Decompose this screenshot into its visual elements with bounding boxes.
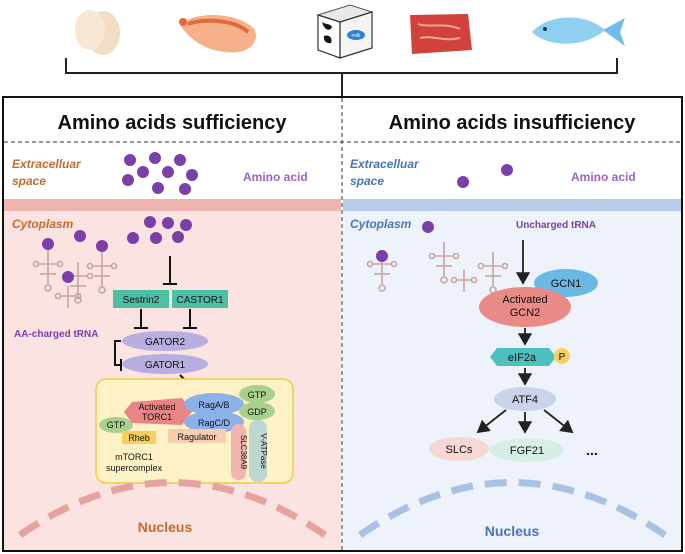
right-cytoplasm-amino-acid	[422, 221, 434, 233]
activated-gcn2-line2: GCN2	[510, 307, 541, 319]
slc38a9-label: SLC38A9	[239, 435, 248, 470]
atf4-ellipse	[494, 387, 556, 411]
left-cytoplasm-label: Cytoplasm	[12, 217, 74, 231]
trna-bound-amino-acid	[376, 250, 388, 262]
vatpase-pump	[249, 420, 267, 482]
vatpase-label: V-ATPase	[259, 433, 268, 469]
right-amino-acid-label: Amino acid	[571, 170, 636, 184]
gtp-top-label: GTP	[248, 390, 267, 400]
rheb-box	[122, 431, 156, 444]
slcs-ellipse	[429, 437, 489, 461]
phospho-label: P	[559, 352, 566, 363]
milk-label: milk	[352, 33, 361, 39]
atf4-label: ATF4	[512, 394, 538, 406]
phospho-circle	[554, 348, 570, 364]
left-nuclear-membrane	[18, 479, 327, 538]
sestrin-castor-inhibition	[134, 309, 197, 329]
gcn1-ellipse	[534, 269, 598, 297]
atf4-target-arrows	[476, 409, 574, 434]
right-cytoplasm-label: Cytoplasm	[350, 217, 412, 231]
rag-cd-label: RagC/D	[198, 418, 231, 428]
trna-bound-amino-acids	[42, 230, 108, 283]
fgf21-ellipse	[490, 438, 564, 462]
right-nuclear-membrane	[358, 479, 667, 538]
rag-ab-label: RagA/B	[198, 400, 229, 410]
rag-ab-ellipse	[184, 393, 244, 415]
right-panel: Amino acids insufficiency Extracelluar s…	[343, 112, 681, 550]
trna-icon	[450, 270, 478, 292]
gtp-left-ellipse	[99, 417, 133, 433]
rag-cd-ellipse	[184, 411, 244, 433]
castor1-box	[172, 290, 228, 308]
left-nucleus-label: Nucleus	[138, 519, 193, 535]
left-trna-group	[32, 250, 118, 308]
right-nucleus-label: Nucleus	[485, 523, 540, 539]
gdp-ellipse	[239, 402, 275, 420]
fish-icon	[532, 17, 625, 46]
right-cytoplasm-bg	[343, 206, 681, 550]
left-extracellular-amino-acids	[122, 152, 198, 195]
milk-carton-icon: milk	[316, 4, 374, 59]
gcn1-label: GCN1	[551, 278, 582, 290]
trna-icon	[54, 286, 82, 308]
slcs-label: SLCs	[446, 444, 473, 456]
right-extracellular-line1: Extracelluar	[350, 157, 420, 171]
right-trna-group	[366, 242, 509, 294]
left-extracellular-line1: Extracelluar	[12, 157, 82, 171]
left-cytoplasm-bg	[4, 206, 341, 550]
rheb-label: Rheb	[128, 433, 150, 443]
gator2-ellipse	[122, 331, 208, 351]
gdp-label: GDP	[247, 407, 267, 417]
trna-icon	[477, 252, 509, 294]
castor1-label: CASTOR1	[176, 295, 223, 306]
meat-icon	[410, 14, 472, 54]
aa-charged-trna-label: AA-charged tRNA	[14, 329, 98, 340]
right-header: Amino acids insufficiency	[389, 112, 637, 134]
right-membrane	[343, 199, 681, 211]
more-targets-ellipsis: ...	[586, 442, 598, 458]
gator1-label: GATOR1	[145, 360, 186, 371]
gtp-top-ellipse	[239, 385, 275, 403]
right-extracellular-line2: space	[350, 174, 384, 188]
left-extracellular-line2: space	[12, 174, 46, 188]
gtp-left-label: GTP	[107, 420, 126, 430]
eif2a-label: eIF2a	[508, 352, 537, 364]
left-membrane	[4, 199, 341, 211]
right-extracellular-amino-acids	[457, 164, 513, 188]
sestrin2-label: Sestrin2	[123, 295, 160, 306]
gator1-ellipse	[122, 354, 208, 374]
supercomplex-line1: mTORC1	[115, 452, 153, 462]
food-bracket	[65, 58, 618, 96]
activated-gcn2-line1: Activated	[502, 294, 547, 306]
activated-torc1-line2: TORC1	[142, 412, 172, 422]
slc38a9-transporter	[231, 424, 246, 480]
left-cytoplasm-amino-acids	[127, 216, 192, 244]
uncharged-trna-label: Uncharged tRNA	[516, 220, 596, 231]
supercomplex-line2: supercomplex	[106, 463, 163, 473]
activated-torc1-shape	[124, 398, 192, 425]
eif2a-shape	[490, 348, 556, 366]
left-header: Amino acids sufficiency	[58, 112, 288, 134]
trna-icon	[86, 252, 118, 294]
gator2-label: GATOR2	[145, 337, 186, 348]
gator2-inhibits-gator1	[114, 340, 122, 371]
left-panel: Amino acids sufficiency Extracelluar spa…	[4, 112, 341, 550]
fgf21-label: FGF21	[510, 445, 544, 457]
trna-icon	[428, 242, 460, 284]
shrimp-icon	[179, 14, 256, 53]
activated-gcn2-ellipse	[479, 287, 571, 327]
eggs-icon	[75, 10, 120, 55]
aa-inhibition-bar	[163, 256, 177, 285]
food-icons: milk	[75, 4, 625, 59]
sestrin2-box	[113, 290, 169, 308]
left-amino-acid-label: Amino acid	[243, 170, 308, 184]
ragulator-label: Ragulator	[177, 432, 216, 442]
ragulator-box	[168, 429, 226, 443]
activated-torc1-line1: Activated	[138, 402, 175, 412]
trna-icon	[32, 250, 64, 292]
